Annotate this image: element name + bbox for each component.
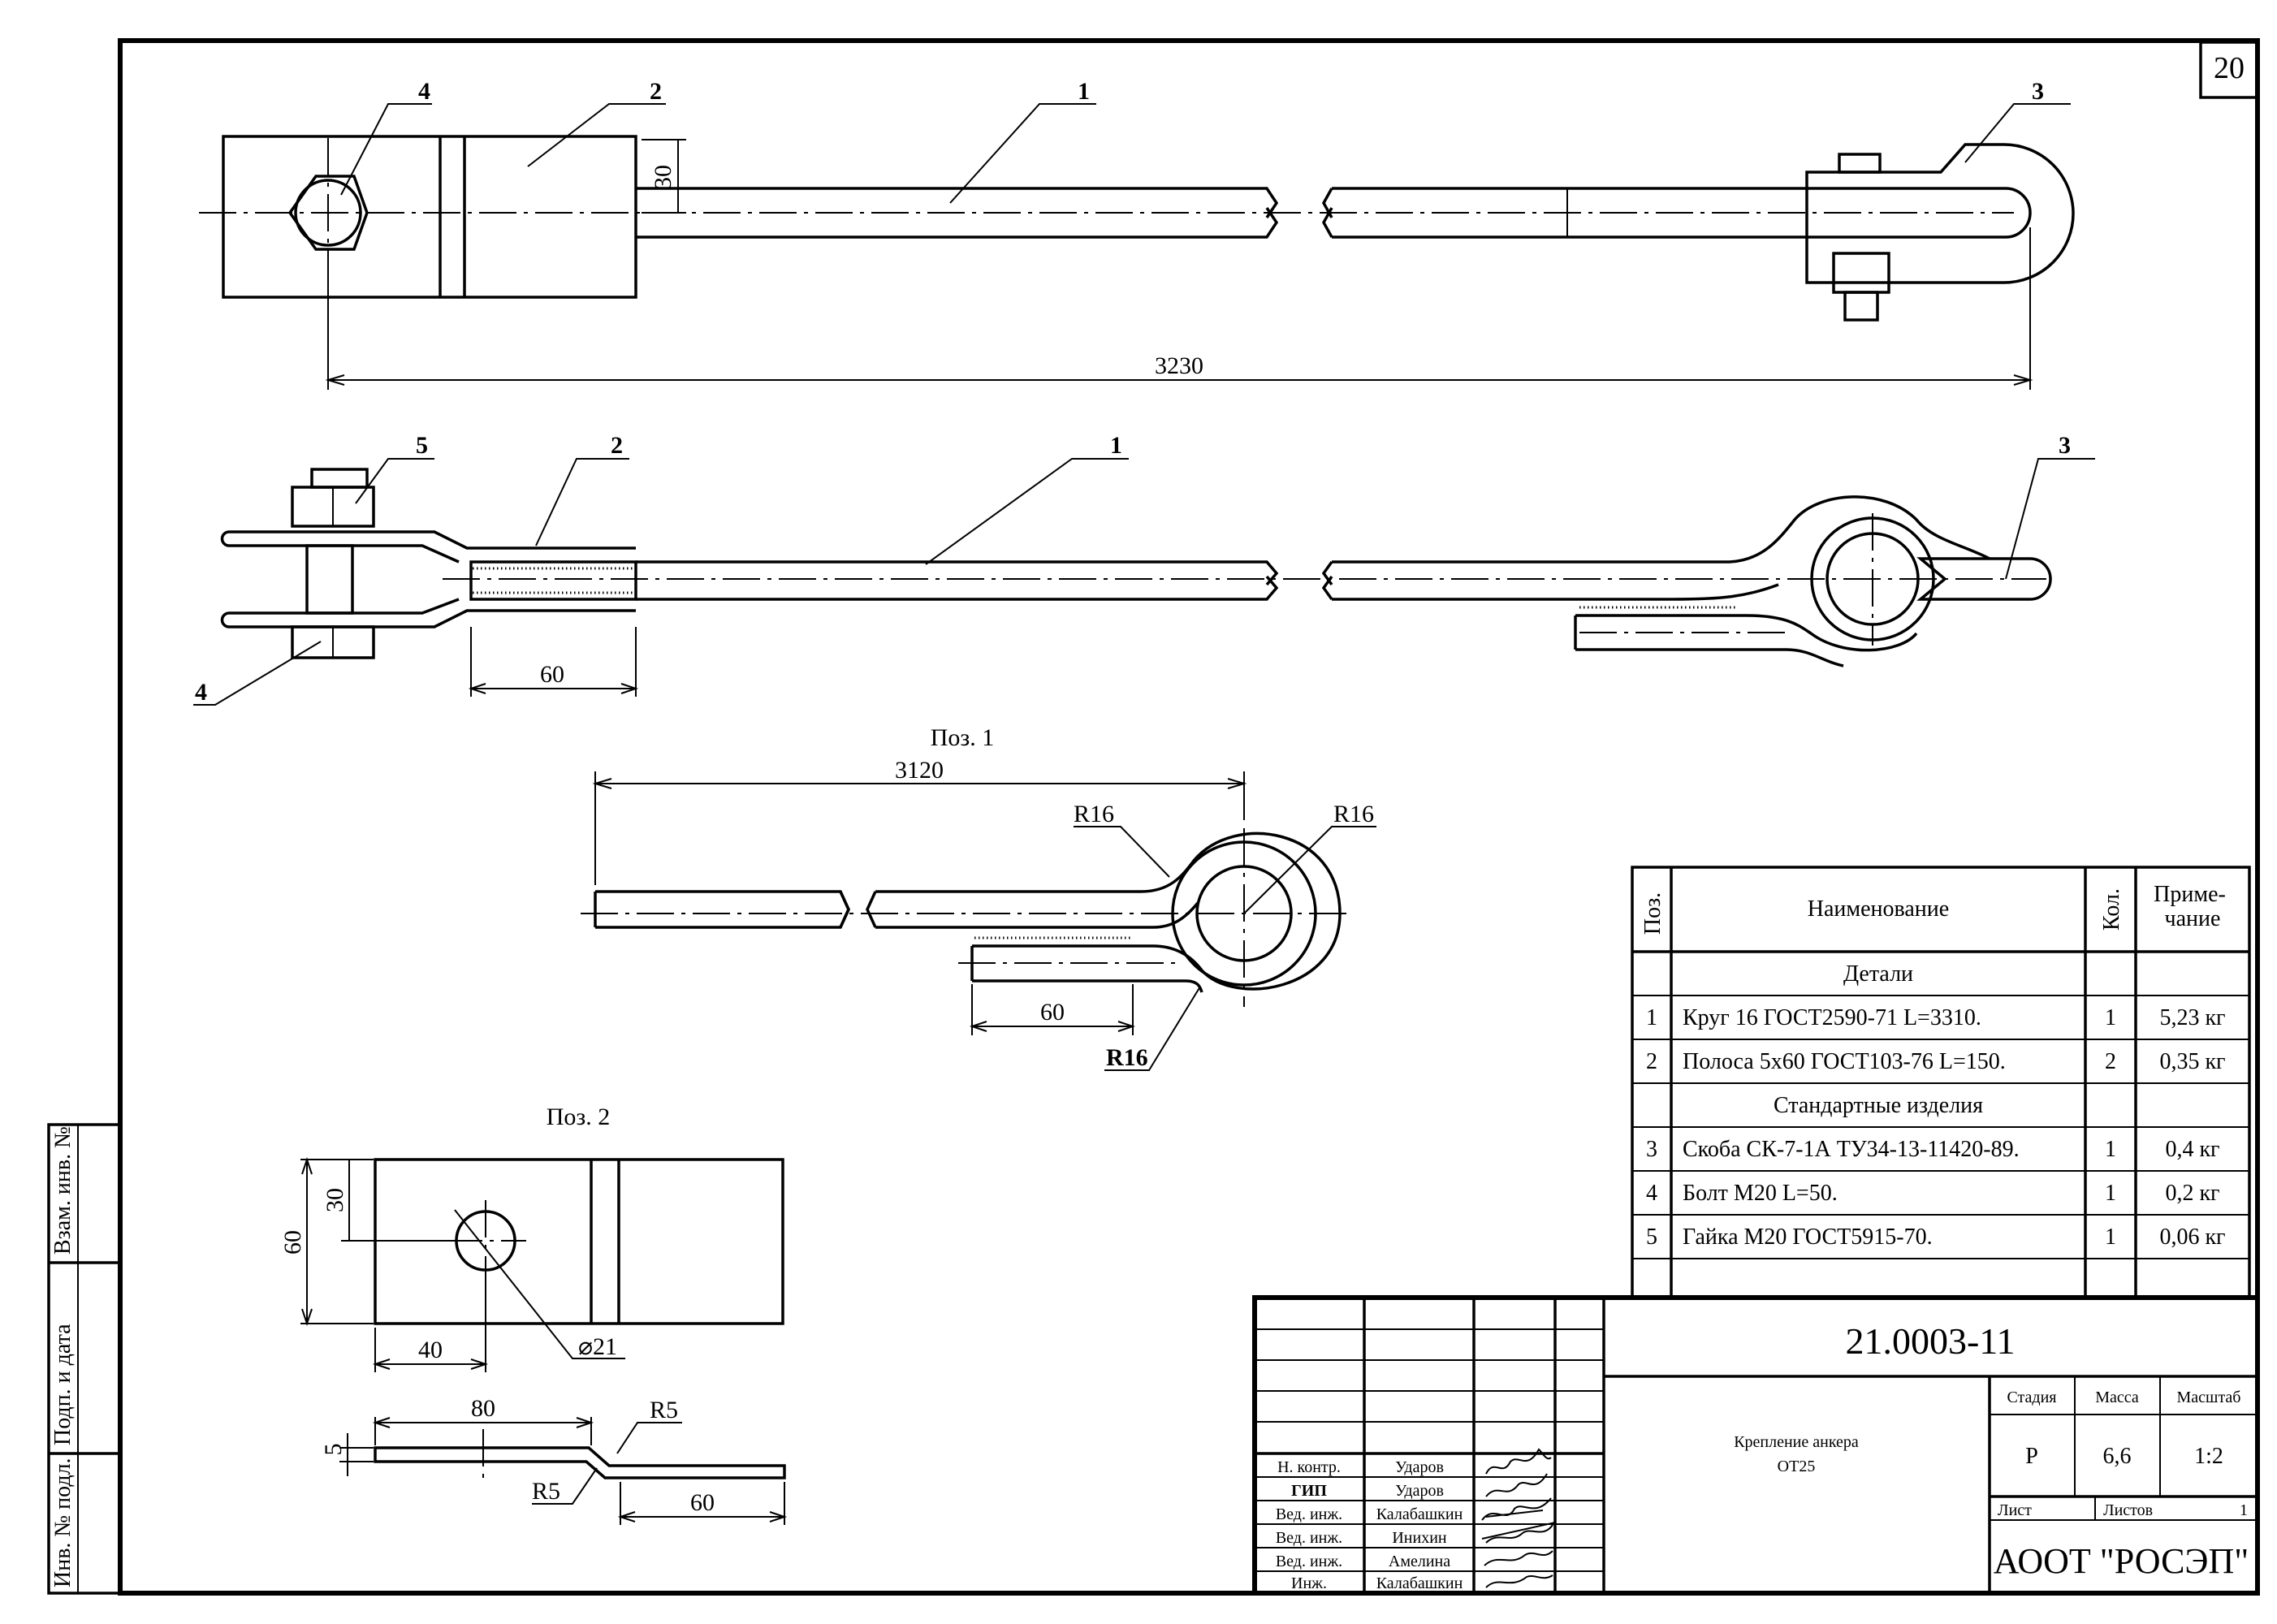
sig-name-2: Ударов — [1395, 1482, 1444, 1500]
leader-side-3: 3 — [2059, 432, 2071, 459]
spec-row5-qty: 1 — [2105, 1224, 2116, 1250]
mass-label: Масса — [2095, 1389, 2139, 1406]
dim-top-30: 30 — [650, 165, 676, 189]
pos1-title: Поз. 1 — [931, 724, 995, 751]
dim-pos2-hole: ⌀21 — [578, 1333, 617, 1360]
r16-top-left: R16 — [1074, 801, 1114, 827]
leader-side-4: 4 — [195, 679, 207, 706]
sig-role-3: Вед. инж. — [1276, 1505, 1342, 1523]
shackle-top — [1805, 143, 2075, 284]
scale-label: Масштаб — [2177, 1389, 2241, 1406]
spec-row1-name: Круг 16 ГОСТ2590-71 L=3310. — [1683, 1005, 1981, 1030]
dim-side-60: 60 — [540, 661, 564, 688]
spec-header-note: Приме- чание — [2154, 882, 2232, 931]
spec-row4-pos: 4 — [1646, 1181, 1657, 1206]
pos1-detail: Поз. 1 3120 R16 R16 R16 — [581, 724, 1376, 1071]
mass-value: 6,6 — [2103, 1444, 2132, 1469]
spec-row5-pos: 5 — [1646, 1224, 1657, 1250]
leader-top-3: 3 — [2032, 78, 2044, 105]
stage-label: Стадия — [2007, 1389, 2056, 1406]
sig-role-2: ГИП — [1291, 1482, 1327, 1500]
spec-row1-qty: 1 — [2105, 1005, 2116, 1030]
top-view: 30 3230 4 2 1 3 — [199, 78, 2075, 390]
dim-pos2-80: 80 — [471, 1395, 495, 1422]
stage-value: Р — [2025, 1444, 2038, 1469]
sheets-label: Листов — [2103, 1501, 2153, 1519]
sheet-frame: 20 — [118, 38, 2260, 1596]
spec-header-note-line1: Приме- — [2154, 882, 2226, 907]
leader-top-1: 1 — [1078, 78, 1090, 105]
spec-table: Поз. Наименование Кол. Приме- чание Дета… — [1631, 866, 2251, 1299]
spec-row2-note: 0,35 кг — [2159, 1049, 2225, 1074]
sig-name-5: Амелина — [1389, 1553, 1450, 1570]
dim-pos2-60-bottom: 60 — [690, 1489, 715, 1516]
spec-row4-note: 0,2 кг — [2165, 1181, 2219, 1206]
sig-role-6: Инж. — [1291, 1574, 1327, 1592]
dim-pos2-60: 60 — [279, 1230, 306, 1255]
dim-pos2-r5-top: R5 — [650, 1397, 678, 1423]
spec-header-note-line2: чание — [2165, 906, 2221, 931]
spec-row4-name: Болт М20 L=50. — [1683, 1181, 1838, 1206]
sig-name-1: Ударов — [1395, 1458, 1444, 1476]
leader-top-4: 4 — [418, 78, 430, 105]
strip-replace-inv: Взам. инв. № — [50, 1126, 76, 1255]
drawing-title-line2: ОТ25 — [1778, 1458, 1816, 1475]
scale-value: 1:2 — [2194, 1444, 2223, 1469]
sig-role-1: Н. контр. — [1277, 1458, 1341, 1476]
sig-role-5: Вед. инж. — [1276, 1553, 1342, 1570]
handwritten-signatures — [1481, 1448, 1556, 1588]
dim-pos1-3120: 3120 — [895, 757, 944, 784]
sig-name-6: Калабашкин — [1376, 1574, 1463, 1592]
sig-name-4: Инихин — [1392, 1529, 1447, 1547]
spec-section-details: Детали — [1843, 961, 1913, 987]
pos2-title: Поз. 2 — [547, 1104, 611, 1130]
sig-role-4: Вед. инж. — [1276, 1529, 1342, 1547]
sig-name-3: Калабашкин — [1376, 1505, 1463, 1523]
sheet-label: Лист — [1998, 1501, 2032, 1519]
spec-row2-pos: 2 — [1646, 1049, 1657, 1074]
spec-row1-pos: 1 — [1646, 1005, 1657, 1030]
left-binding-strip: Взам. инв. № Подп. и дата Инв. № подл. — [47, 1123, 122, 1595]
r16-top-right: R16 — [1333, 801, 1374, 827]
dim-pos2-30: 30 — [322, 1188, 348, 1212]
sheets-value: 1 — [2240, 1501, 2248, 1519]
spec-row3-pos: 3 — [1646, 1137, 1657, 1162]
spec-header-name: Наименование — [1808, 896, 1949, 922]
title-block: Н. контр. Ударов ГИП Ударов Вед. инж. Ка… — [1252, 1295, 2260, 1596]
strip-sign-date: Подп. и дата — [50, 1324, 76, 1445]
drawing-title-line1: Крепление анкера — [1734, 1433, 1859, 1451]
spec-row4-qty: 1 — [2105, 1181, 2116, 1206]
plate-top — [222, 135, 637, 299]
spec-row2-name: Полоса 5х60 ГОСТ103-76 L=150. — [1683, 1049, 2006, 1074]
dim-pos2-5: 5 — [320, 1444, 347, 1456]
leader-top-2: 2 — [650, 78, 662, 105]
leader-side-2: 2 — [611, 432, 623, 459]
sheet-number: 20 — [2214, 51, 2245, 85]
dim-pos1-60: 60 — [1040, 999, 1065, 1026]
dim-pos2-r5-bottom: R5 — [532, 1478, 560, 1505]
r16-bottom: R16 — [1106, 1044, 1148, 1071]
dim-pos2-40: 40 — [418, 1337, 443, 1363]
spec-row3-note: 0,4 кг — [2165, 1137, 2219, 1162]
side-view: 60 5 2 1 3 4 — [193, 432, 2095, 706]
dim-top-3230: 3230 — [1155, 352, 1203, 379]
doc-number: 21.0003-11 — [1845, 1320, 2015, 1362]
leader-side-1: 1 — [1110, 432, 1122, 459]
spec-row3-qty: 1 — [2105, 1137, 2116, 1162]
leader-side-5: 5 — [416, 432, 428, 459]
spec-header-pos: Поз. — [1640, 892, 1666, 935]
spec-section-standard: Стандартные изделия — [1774, 1093, 1983, 1118]
strip-inv-orig: Инв. № подл. — [50, 1458, 76, 1587]
spec-row5-note: 0,06 кг — [2159, 1224, 2225, 1250]
spec-row3-name: Скоба СК-7-1А ТУ34-13-11420-89. — [1683, 1137, 2020, 1162]
spec-header-qty: Кол. — [2099, 888, 2124, 931]
pos2-detail: Поз. 2 60 30 40 ⌀21 — [279, 1104, 788, 1525]
spec-row2-qty: 2 — [2105, 1049, 2116, 1074]
spec-row1-note: 5,23 кг — [2159, 1005, 2225, 1030]
spec-row5-name: Гайка М20 ГОСТ5915-70. — [1683, 1224, 1933, 1250]
organization-name: АООТ "РОСЭП" — [1994, 1541, 2249, 1581]
